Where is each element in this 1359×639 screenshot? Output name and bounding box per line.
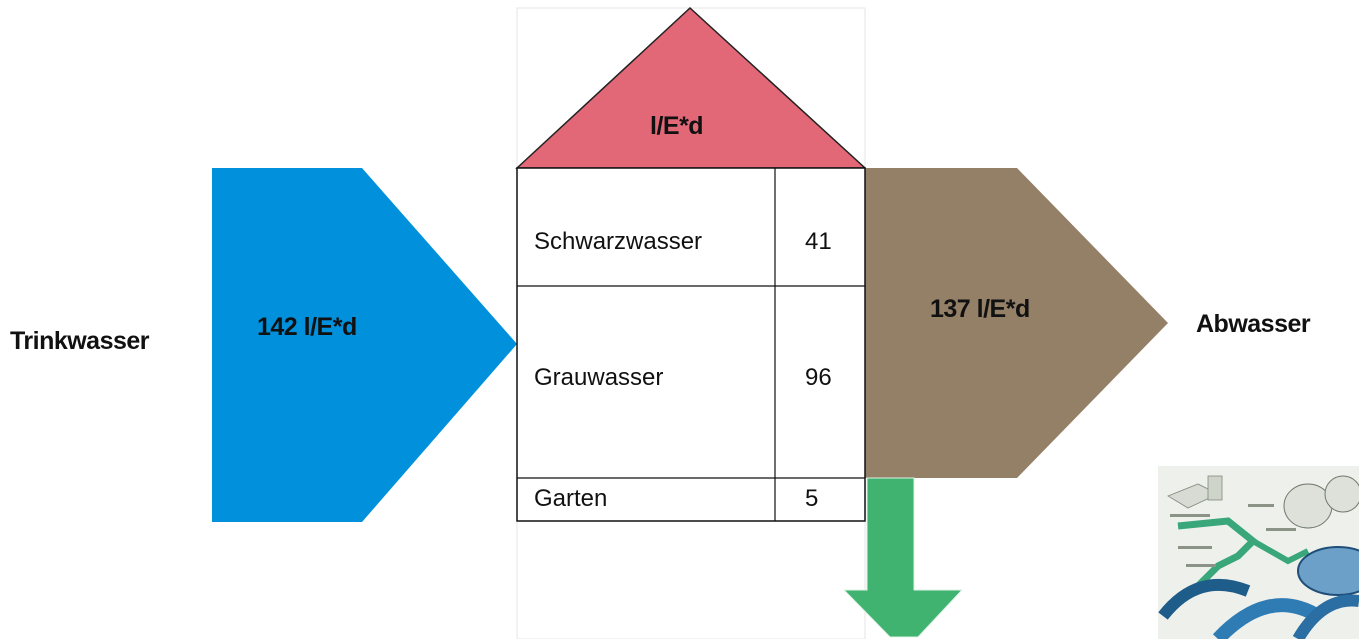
treatment-plant-image [1158, 466, 1359, 639]
inflow-arrow [212, 168, 517, 522]
row-value-garten: 5 [805, 485, 819, 512]
row-name-garten: Garten [534, 485, 608, 512]
row-name-grauwasser: Grauwasser [534, 364, 664, 391]
row-value-schwarzwasser: 41 [805, 228, 832, 255]
outflow-arrow [865, 168, 1168, 478]
inflow-label: Trinkwasser [10, 327, 150, 355]
inflow-value: 142 l/E*d [257, 313, 357, 341]
outflow-label: Abwasser [1196, 310, 1311, 338]
outflow-value: 137 l/E*d [930, 295, 1030, 323]
house-table [516, 167, 866, 522]
garden-arrow [842, 477, 964, 638]
treatment-plant-drawing [1158, 466, 1359, 639]
roof-label: l/E*d [650, 112, 704, 140]
row-value-grauwasser: 96 [805, 364, 832, 391]
row-name-schwarzwasser: Schwarzwasser [534, 228, 703, 255]
